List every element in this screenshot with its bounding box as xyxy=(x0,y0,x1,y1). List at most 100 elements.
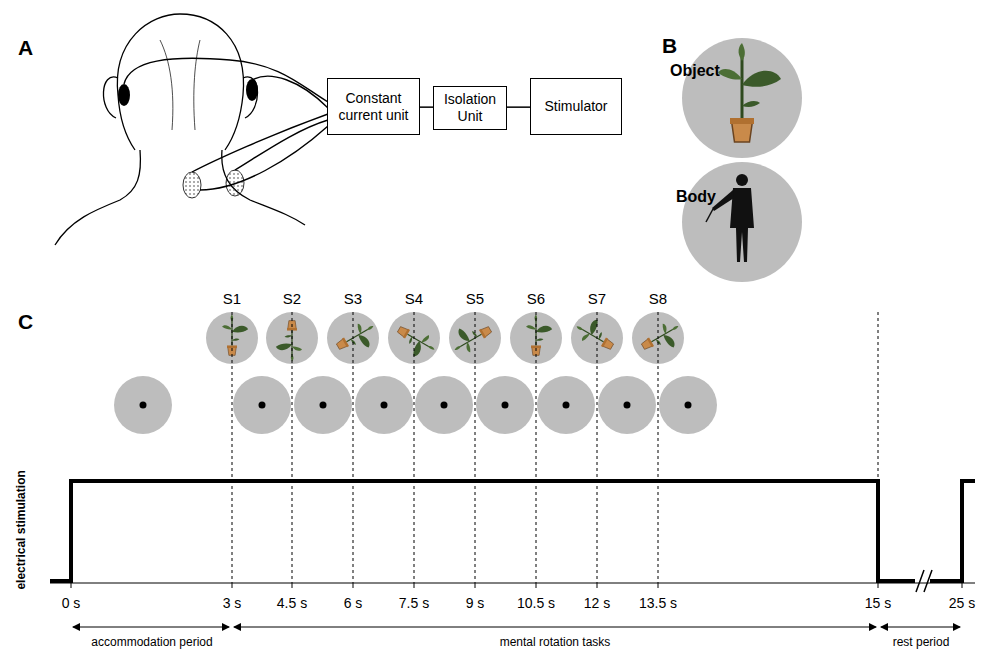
plant-stimulus xyxy=(526,314,552,355)
time-marker xyxy=(353,312,354,583)
illustration-part xyxy=(736,174,748,186)
annotation-label: S6 xyxy=(527,290,545,307)
illustration-part xyxy=(118,84,130,106)
tick xyxy=(962,583,963,588)
fixation-disc xyxy=(415,376,473,434)
annotation-label: S8 xyxy=(649,290,667,307)
plant-stimulus xyxy=(638,318,686,361)
illustration-part xyxy=(881,627,960,628)
illustration-part xyxy=(712,174,754,262)
annotation-label: 13.5 s xyxy=(639,595,677,611)
plant-stimulus xyxy=(572,312,620,355)
fixation-dot xyxy=(140,402,147,409)
annotation-label: Body xyxy=(676,188,716,206)
annotation-label: 9 s xyxy=(466,595,485,611)
tick xyxy=(536,583,537,588)
time-marker xyxy=(475,312,476,583)
annotation-label: 10.5 s xyxy=(517,595,555,611)
fixation-dot xyxy=(685,402,692,409)
annotation-label: 12 s xyxy=(584,595,610,611)
annotation-label: 15 s xyxy=(865,595,891,611)
annotation-label: rest period xyxy=(886,636,956,650)
annotation-label: 0 s xyxy=(62,595,81,611)
tick xyxy=(475,583,476,588)
annotation-label: S3 xyxy=(344,290,362,307)
illustration-part xyxy=(71,312,962,588)
cable xyxy=(420,106,433,108)
time-marker xyxy=(658,312,659,583)
tick xyxy=(597,583,598,588)
tick xyxy=(232,583,233,588)
box-label: Constant current unit xyxy=(328,86,419,128)
annotation-label: 3 s xyxy=(223,595,242,611)
fixation-disc xyxy=(114,376,172,434)
illustration-part xyxy=(234,627,876,628)
tick xyxy=(71,583,72,588)
annotation-label: S7 xyxy=(588,290,606,307)
illustration-part xyxy=(50,583,975,584)
illustration-part xyxy=(124,58,328,102)
annotation-label: S1 xyxy=(223,290,241,307)
fixation-dot xyxy=(563,402,570,409)
plant-stimulus xyxy=(222,314,248,355)
illustration-part xyxy=(200,126,328,190)
fixation-dot xyxy=(259,402,266,409)
illustration-part xyxy=(706,209,713,222)
cable xyxy=(507,106,530,108)
panel-letter: A xyxy=(18,36,33,60)
annotation-label: S5 xyxy=(466,290,484,307)
fixation-disc xyxy=(355,376,413,434)
time-marker xyxy=(414,312,415,583)
annotation-label: 7.5 s xyxy=(399,595,429,611)
illustration-part xyxy=(730,188,754,262)
fixation-dot xyxy=(502,402,509,409)
illustration-part xyxy=(194,40,200,130)
illustration-part xyxy=(246,79,258,101)
illustration-part xyxy=(55,14,305,245)
illustration-part xyxy=(682,162,802,282)
box-label: Stimulator xyxy=(538,94,613,119)
time-marker xyxy=(878,312,879,583)
annotation-label: 6 s xyxy=(344,595,363,611)
time-marker xyxy=(536,312,537,583)
illustration-part xyxy=(183,172,201,198)
illustration-part xyxy=(124,58,328,190)
fixation-disc xyxy=(294,376,352,434)
fixation-dot xyxy=(624,402,631,409)
plant-stimulus xyxy=(333,318,381,361)
fixation-dot xyxy=(441,402,448,409)
illustration-part xyxy=(235,120,328,170)
illustration-part xyxy=(916,570,932,592)
fixation-disc xyxy=(659,376,717,434)
illustration-part xyxy=(55,150,140,245)
device-box: Constant current unit xyxy=(327,78,420,135)
plant-stimulus xyxy=(447,315,495,358)
fixation-dot xyxy=(320,402,327,409)
fixation-disc xyxy=(476,376,534,434)
tick xyxy=(353,583,354,588)
annotation-label: S4 xyxy=(405,290,423,307)
device-box: Stimulator xyxy=(530,78,622,135)
illustration-part xyxy=(73,627,960,628)
fixation-disc xyxy=(598,376,656,434)
box-label: Isolation Unit xyxy=(434,87,506,129)
illustration-part xyxy=(682,38,802,158)
panel-letter: B xyxy=(662,34,677,58)
fixation-disc xyxy=(537,376,595,434)
panel-letter: C xyxy=(18,310,33,334)
illustration-part xyxy=(243,77,258,118)
illustration-part xyxy=(718,43,781,142)
illustration-part xyxy=(73,627,229,628)
time-marker xyxy=(597,312,598,583)
illustration-part xyxy=(222,150,305,225)
plant-stimulus xyxy=(391,321,439,364)
illustration-part xyxy=(252,76,328,108)
illustration-part xyxy=(117,14,243,150)
illustration-part xyxy=(930,481,975,581)
time-marker xyxy=(232,312,233,583)
illustration-part xyxy=(114,312,717,434)
tick xyxy=(292,583,293,588)
annotation-label: 4.5 s xyxy=(277,595,307,611)
axis-label: electrical stimulation xyxy=(15,470,29,589)
device-box: Isolation Unit xyxy=(433,86,507,130)
